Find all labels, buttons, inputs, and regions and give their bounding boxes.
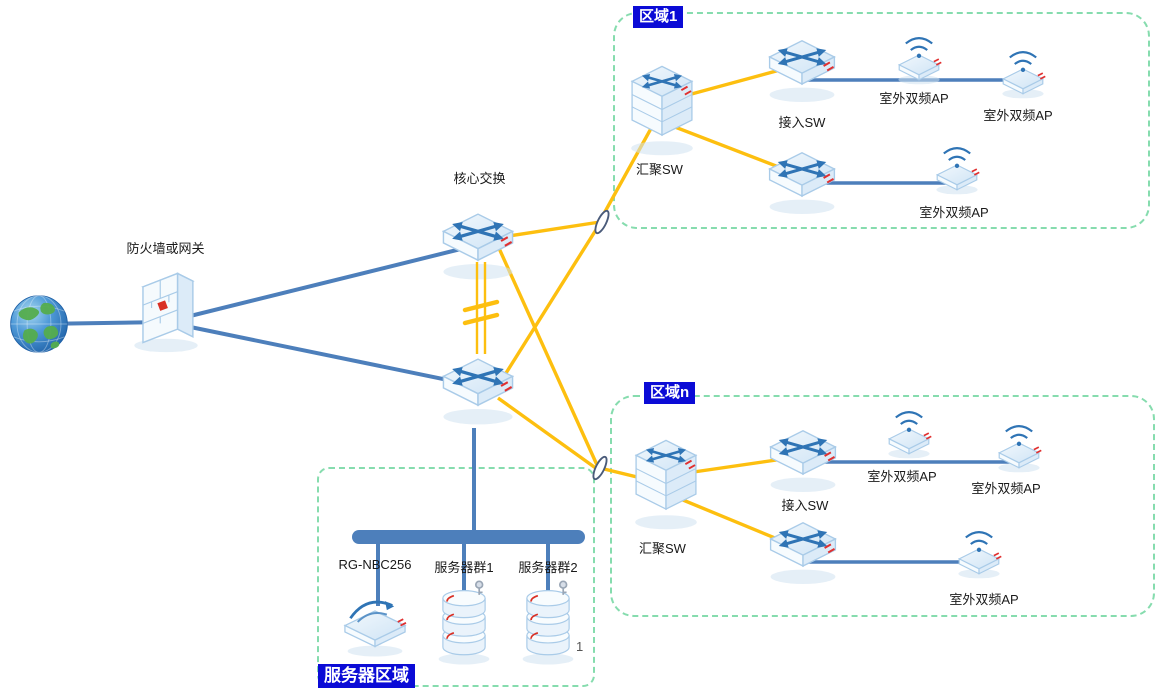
fiber-link-2 xyxy=(584,452,616,484)
zone1-access-switch-2 xyxy=(757,132,847,224)
blue-ethernet-links xyxy=(37,78,1016,606)
core-switch-label: 核心交换 xyxy=(453,171,506,186)
access-switch-icon xyxy=(757,20,847,112)
server-zone-boundary xyxy=(317,467,595,687)
zone1-access-label: 接入SW xyxy=(778,115,826,130)
outdoor-ap-icon xyxy=(886,22,952,88)
fiber-ellipse-icon xyxy=(584,452,616,484)
fiber-link-1 xyxy=(586,206,618,238)
aggregation-switch-icon xyxy=(622,424,710,536)
zone1-ap3-label: 室外双频AP xyxy=(919,205,989,220)
outdoor-ap-icon xyxy=(986,410,1052,476)
page-number: 1 xyxy=(576,639,584,654)
zonen-ap-3 xyxy=(946,516,1012,582)
zonen-boundary xyxy=(610,395,1155,617)
server-stack-icon xyxy=(510,574,586,668)
server-group-2 xyxy=(510,574,586,668)
internet-globe xyxy=(7,292,71,356)
firewall-label: 防火墙或网关 xyxy=(126,241,205,256)
access-switch-icon xyxy=(757,132,847,224)
zonen-ap-1 xyxy=(876,396,942,462)
firewall-icon xyxy=(118,258,214,358)
outdoor-ap-icon xyxy=(924,132,990,198)
link-core2-fiber1 xyxy=(494,224,601,390)
zonen-ap3-label: 室外双频AP xyxy=(949,592,1019,607)
fiber-ellipse-icon xyxy=(586,206,618,238)
zone1-agg-switch xyxy=(618,50,706,162)
access-switch-icon xyxy=(758,410,848,502)
outdoor-ap-icon xyxy=(876,396,942,462)
zonen-access-label: 接入SW xyxy=(781,498,829,513)
zonen-access-switch-1 xyxy=(758,410,848,502)
zonen-badge: 区域n xyxy=(644,382,696,404)
wireless-controller-icon xyxy=(334,580,416,662)
zonen-agg-label: 汇聚SW xyxy=(639,541,686,556)
server-group-1 xyxy=(426,574,502,668)
rg-nbc256 xyxy=(334,580,416,662)
link-core2-fiber2 xyxy=(497,396,598,471)
outdoor-ap-icon xyxy=(990,36,1056,102)
link-core1-fiber2 xyxy=(496,245,599,466)
firewall xyxy=(118,258,214,358)
zone1-ap1-label: 室外双频AP xyxy=(879,91,949,106)
link-firewall-core2 xyxy=(165,320,478,388)
zonen-ap1-label: 室外双频AP xyxy=(867,469,937,484)
zone1-agg-label: 汇聚SW xyxy=(636,162,683,177)
server-group2-label: 服务器群2 xyxy=(518,560,578,575)
zone1-ap2-label: 室外双频AP xyxy=(983,108,1053,123)
link-core1-fiber1 xyxy=(495,220,601,240)
globe-icon xyxy=(7,292,71,356)
zonen-access-switch-2 xyxy=(758,502,848,594)
aggregation-switch-icon xyxy=(618,50,706,162)
zonen-agg-switch xyxy=(622,424,710,536)
stack-link-icon xyxy=(462,262,500,354)
zone1-boundary xyxy=(613,12,1150,229)
zone1-badge: 区域1 xyxy=(633,6,684,28)
zonen-ap2-label: 室外双频AP xyxy=(971,481,1041,496)
zone1-ap-2 xyxy=(990,36,1056,102)
server-bus xyxy=(352,530,585,544)
access-switch-icon xyxy=(758,502,848,594)
server-zone-badge: 服务器区域 xyxy=(318,664,415,689)
zone1-ap-3 xyxy=(924,132,990,198)
server-stack-icon xyxy=(426,574,502,668)
zone1-ap-1 xyxy=(886,22,952,88)
zone1-access-switch-1 xyxy=(757,20,847,112)
zonen-ap-2 xyxy=(986,410,1052,476)
stack-link xyxy=(462,262,500,354)
rg-nbc256-label: RG-NBC256 xyxy=(338,557,412,572)
link-firewall-core1 xyxy=(165,243,478,324)
outdoor-ap-icon xyxy=(946,516,1012,582)
server-group1-label: 服务器群1 xyxy=(434,560,494,575)
link-fiber1-z1agg xyxy=(599,113,661,220)
